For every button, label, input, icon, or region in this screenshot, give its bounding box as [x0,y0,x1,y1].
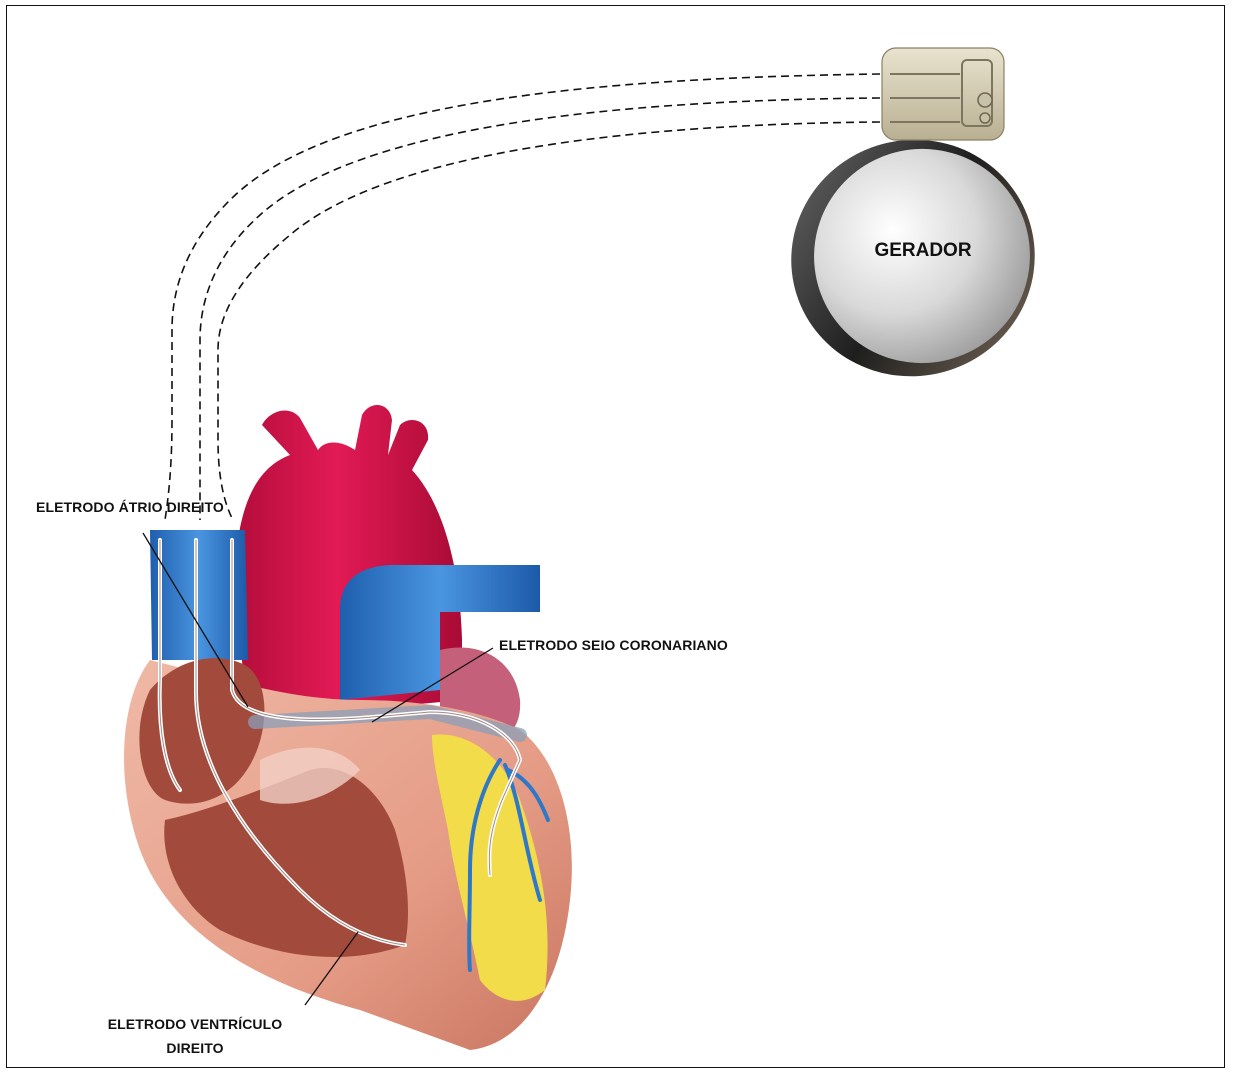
lead-wire-1 [165,74,880,520]
right-atrium-lead-label: ELETRODO ÁTRIO DIREITO [36,499,224,515]
coronary-sinus-lead-label: ELETRODO SEIO CORONARIANO [499,637,728,653]
right-ventricle-lead-label-line2: DIREITO [90,1036,300,1060]
generator-label: GERADOR [863,240,983,262]
pacemaker-generator-icon [765,48,1062,404]
right-ventricle-lead-label: ELETRODO VENTRÍCULO DIREITO [90,1012,300,1060]
right-ventricle-lead-label-line1: ELETRODO VENTRÍCULO [90,1012,300,1036]
lead-wires [165,74,880,520]
